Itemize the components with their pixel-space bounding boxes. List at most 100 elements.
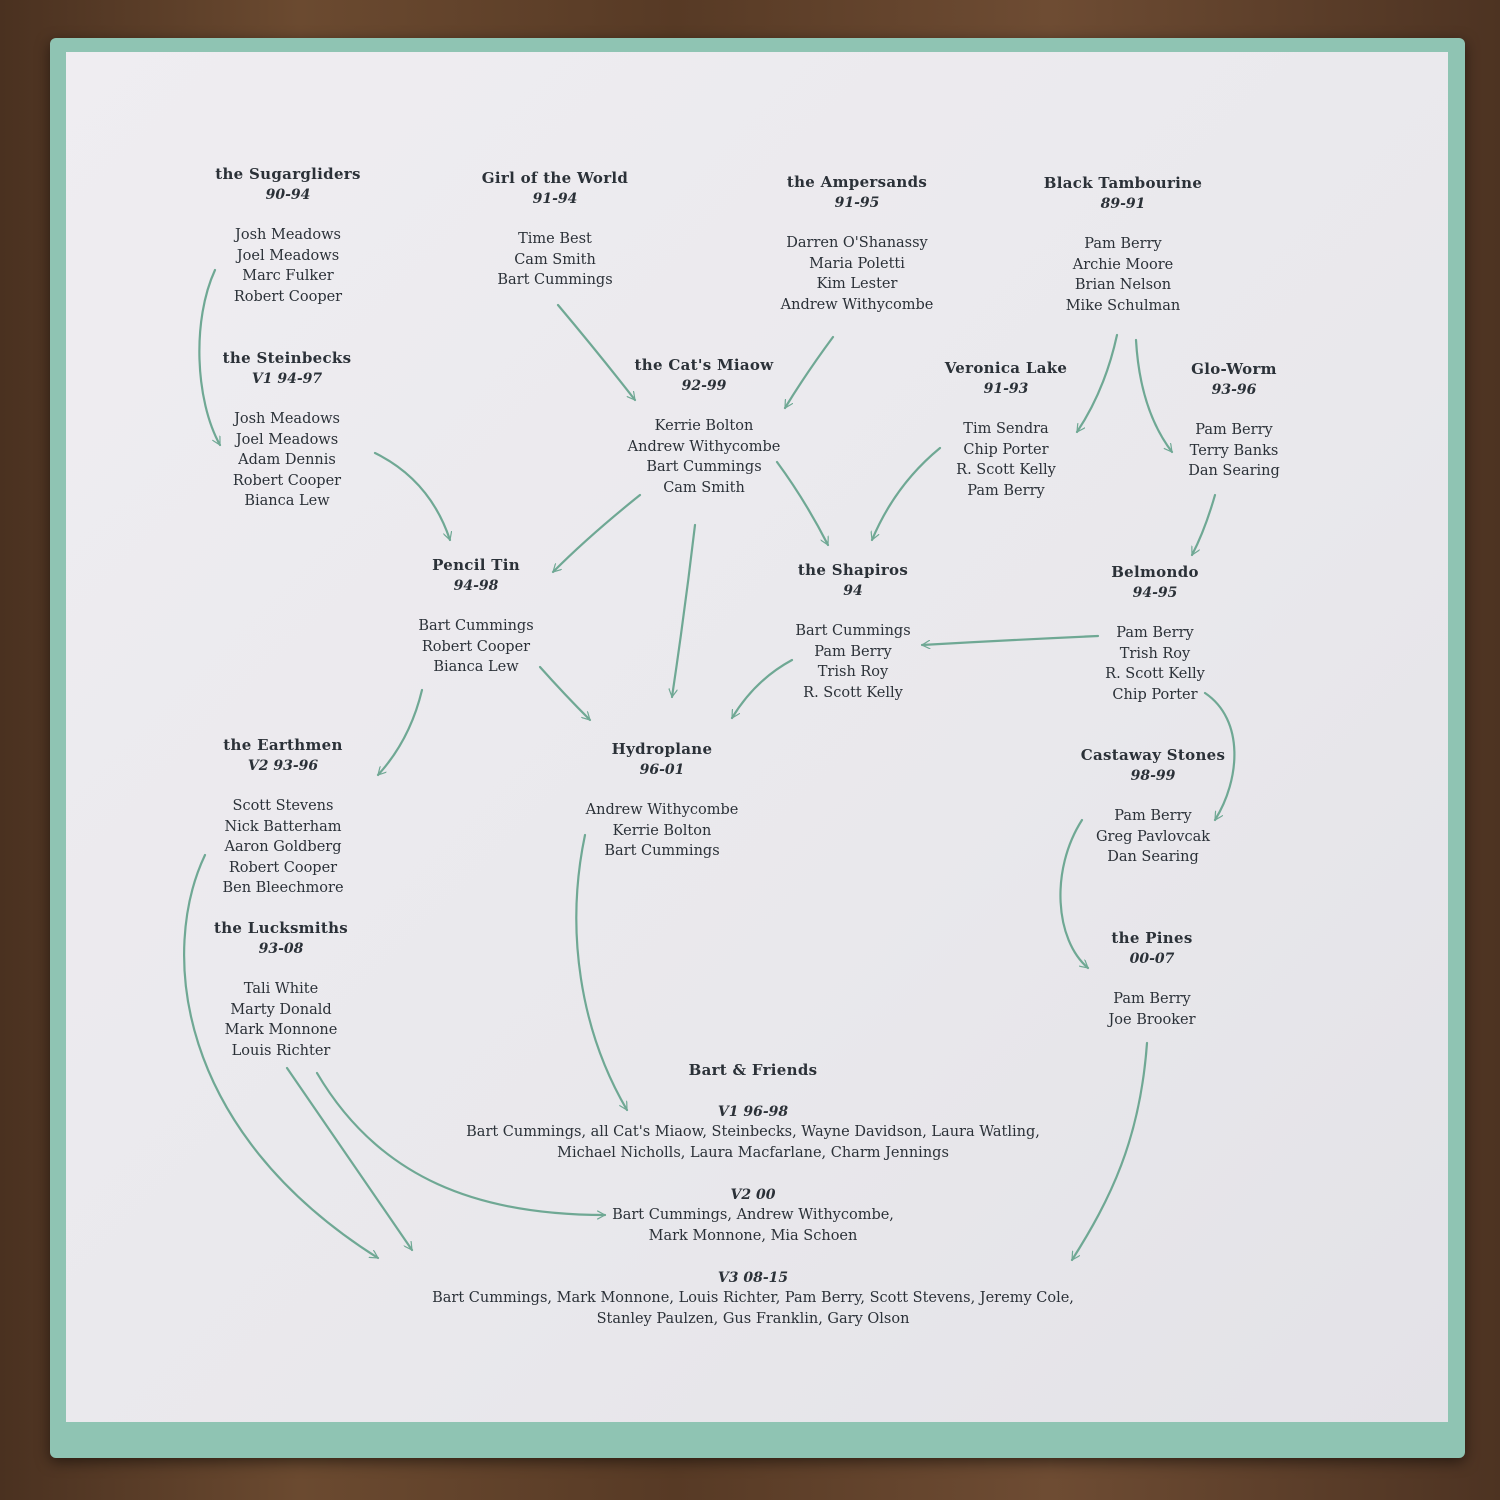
member: Time Best <box>518 231 592 247</box>
band-years: 92-99 <box>681 378 727 394</box>
band-name: the Cat's Miaow <box>634 356 774 374</box>
member: Dan Searing <box>1188 463 1280 479</box>
member: Marc Fulker <box>242 268 334 284</box>
member: Dan Searing <box>1107 849 1199 865</box>
member: Andrew Withycombe <box>627 438 781 455</box>
member: Joel Meadows <box>236 247 340 264</box>
member: Andrew Withycombe <box>585 802 739 818</box>
band-years: 90-94 <box>265 187 311 203</box>
member: Trish Roy <box>817 664 889 680</box>
band-name: Castaway Stones <box>1080 746 1226 764</box>
band-name: the Lucksmiths <box>213 919 349 937</box>
band-name: Pencil Tin <box>432 556 520 574</box>
band-years: 91-93 <box>983 381 1029 397</box>
band-years: 00-07 <box>1129 951 1175 967</box>
version-label: V3 08-15 <box>717 1270 789 1286</box>
band-name: Veronica Lake <box>944 359 1068 377</box>
member: Joe Brooker <box>1108 1011 1196 1028</box>
member: Tim Sendra <box>963 421 1049 437</box>
member: Brian Nelson <box>1074 277 1172 293</box>
band-name: the Ampersands <box>786 173 928 191</box>
band-years: 96-01 <box>639 762 685 778</box>
member: Chip Porter <box>1112 686 1198 703</box>
version-v2: V2 00 Bart Cummings, Andrew Withycombe, … <box>432 1185 1074 1247</box>
member: Josh Meadows <box>234 411 340 427</box>
member: Trish Roy <box>1119 645 1191 662</box>
band-name: the Pines <box>1111 929 1193 947</box>
version-v3: V3 08-15 Bart Cummings, Mark Monnone, Lo… <box>432 1268 1074 1330</box>
version-label: V2 00 <box>730 1187 776 1203</box>
member: Pam Berry <box>1116 625 1194 641</box>
member: Pam Berry <box>1195 422 1273 438</box>
member: Bart Cummings <box>497 272 613 288</box>
band-years: 93-96 <box>1211 382 1257 398</box>
member: Bianca Lew <box>433 659 519 675</box>
bart-and-friends-block: Bart & Friends V1 96-98 Bart Cummings, a… <box>432 1060 1074 1330</box>
band-name: the Earthmen <box>223 736 343 754</box>
band-name: Girl of the World <box>481 169 629 187</box>
member: Robert Cooper <box>232 472 342 489</box>
member: Maria Poletti <box>809 255 905 272</box>
version-v1: V1 96-98 Bart Cummings, all Cat's Miaow,… <box>432 1102 1074 1164</box>
band-years: 93-08 <box>258 941 304 957</box>
member: Nick Batterham <box>224 818 342 835</box>
version-label: V1 96-98 <box>717 1104 789 1120</box>
member: Cam Smith <box>663 479 745 496</box>
version-members: Bart Cummings, Mark Monnone, Louis Richt… <box>432 1290 1074 1306</box>
band-name: the Sugargliders <box>215 165 361 183</box>
member: Robert Cooper <box>228 859 338 876</box>
band-years: 94-95 <box>1132 585 1178 601</box>
member: Bart Cummings <box>418 618 534 634</box>
member: Darren O'Shanassy <box>786 235 928 251</box>
member: Aaron Goldberg <box>224 839 342 855</box>
member: Joel Meadows <box>235 431 339 448</box>
band-years: 91-95 <box>834 195 880 211</box>
version-members: Michael Nicholls, Laura Macfarlane, Char… <box>557 1145 949 1161</box>
band-years: V2 93-96 <box>247 758 319 774</box>
band-name: the Shapiros <box>797 561 909 579</box>
member: Mike Schulman <box>1065 297 1181 314</box>
member: Scott Stevens <box>232 798 334 814</box>
band-years: 94 <box>843 583 863 599</box>
band-years: 91-94 <box>532 191 578 207</box>
band-years: 98-99 <box>1130 768 1176 784</box>
band-name: Glo-Worm <box>1191 360 1277 378</box>
member: Chip Porter <box>963 441 1049 458</box>
member: R. Scott Kelly <box>803 684 903 701</box>
member: Bianca Lew <box>244 493 330 509</box>
member: Cam Smith <box>514 251 596 268</box>
member: Pam Berry <box>1114 808 1192 824</box>
member: Archie Moore <box>1072 256 1174 273</box>
member: Pam Berry <box>967 482 1045 499</box>
member: Pam Berry <box>814 643 892 660</box>
member: Pam Berry <box>1113 991 1191 1007</box>
member: Mark Monnone <box>224 1022 338 1038</box>
band-name: the Steinbecks <box>222 349 352 367</box>
band-name: Belmondo <box>1111 563 1199 581</box>
member: Robert Cooper <box>233 288 343 305</box>
